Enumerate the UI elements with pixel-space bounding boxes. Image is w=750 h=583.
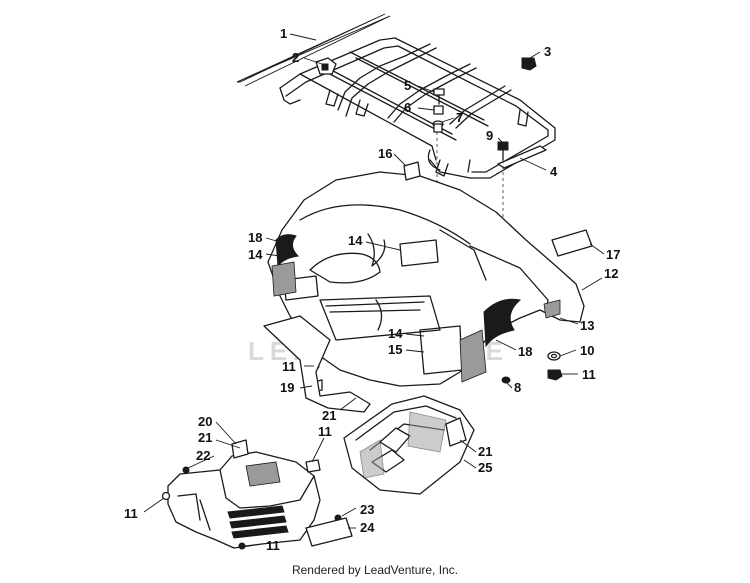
- clip-part-22[interactable]: [182, 466, 190, 474]
- callout-14-b: 14: [248, 247, 263, 262]
- callout-23: 23: [360, 502, 374, 517]
- callout-3: 3: [544, 44, 551, 59]
- footwell-panel[interactable]: [167, 439, 321, 549]
- callout-18-a: 18: [248, 230, 262, 245]
- bushing-part-6[interactable]: [433, 105, 444, 115]
- footer-credit: Rendered by LeadVenture, Inc.: [291, 563, 459, 577]
- rear-storage-part-25[interactable]: [343, 395, 475, 495]
- strip-part-24[interactable]: [305, 517, 353, 547]
- callout-24: 24: [360, 520, 375, 535]
- callout-21-c: 21: [478, 444, 492, 459]
- callout-16: 16: [378, 146, 392, 161]
- callout-17: 17: [606, 247, 620, 262]
- callout-5: 5: [404, 78, 411, 93]
- callout-18-b: 18: [518, 344, 532, 359]
- callout-2: 2: [292, 50, 299, 65]
- callout-15: 15: [388, 342, 402, 357]
- callout-14-a: 14: [348, 233, 363, 248]
- washer-part-7[interactable]: [432, 120, 444, 133]
- callout-21-a: 21: [198, 430, 212, 445]
- texture-dots: [359, 411, 447, 479]
- nut-part-11-right[interactable]: [547, 369, 563, 381]
- nut-part-11-left[interactable]: [161, 491, 171, 501]
- callout-10: 10: [580, 343, 594, 358]
- pad-part-16[interactable]: [403, 161, 421, 181]
- washer-part-10[interactable]: [547, 351, 561, 361]
- grommet-part-8[interactable]: [501, 376, 511, 384]
- callout-11-d: 11: [124, 506, 138, 521]
- callout-9: 9: [486, 128, 493, 143]
- callout-22: 22: [196, 448, 210, 463]
- nut-part-11-center[interactable]: [305, 459, 321, 473]
- rear-fender-body[interactable]: [267, 171, 585, 387]
- callout-21-b: 21: [322, 408, 336, 423]
- footwell-ribs: [227, 505, 289, 539]
- callout-19: 19: [280, 380, 294, 395]
- bracket-part-21[interactable]: [263, 315, 371, 413]
- callout-8: 8: [514, 380, 521, 395]
- callout-11-b: 11: [282, 359, 296, 374]
- callout-11-a: 11: [582, 367, 596, 382]
- callout-20: 20: [198, 414, 212, 429]
- callout-11-c: 11: [318, 424, 332, 439]
- bolt-part-9[interactable]: [497, 141, 509, 161]
- rear-rack[interactable]: [236, 13, 556, 179]
- callout-7: 7: [456, 110, 463, 125]
- callout-4: 4: [550, 164, 558, 179]
- callout-labels: 1 2 3 4 5 6 7 8 9 10 11 11 11 11 11 12 1: [124, 26, 620, 553]
- callout-11-e: 11: [266, 538, 280, 553]
- callout-25: 25: [478, 460, 492, 475]
- callout-1: 1: [280, 26, 287, 41]
- bolt-part-5[interactable]: [433, 88, 445, 105]
- bracket-part-21-right[interactable]: [445, 417, 467, 447]
- rack-bracket[interactable]: [315, 57, 337, 75]
- rack-plate[interactable]: [497, 145, 547, 169]
- callout-13: 13: [580, 318, 594, 333]
- callout-12: 12: [604, 266, 618, 281]
- callout-14-c: 14: [388, 326, 403, 341]
- reflector-part-17[interactable]: [551, 229, 593, 257]
- callout-6: 6: [404, 100, 411, 115]
- nut-part-3[interactable]: [521, 57, 537, 71]
